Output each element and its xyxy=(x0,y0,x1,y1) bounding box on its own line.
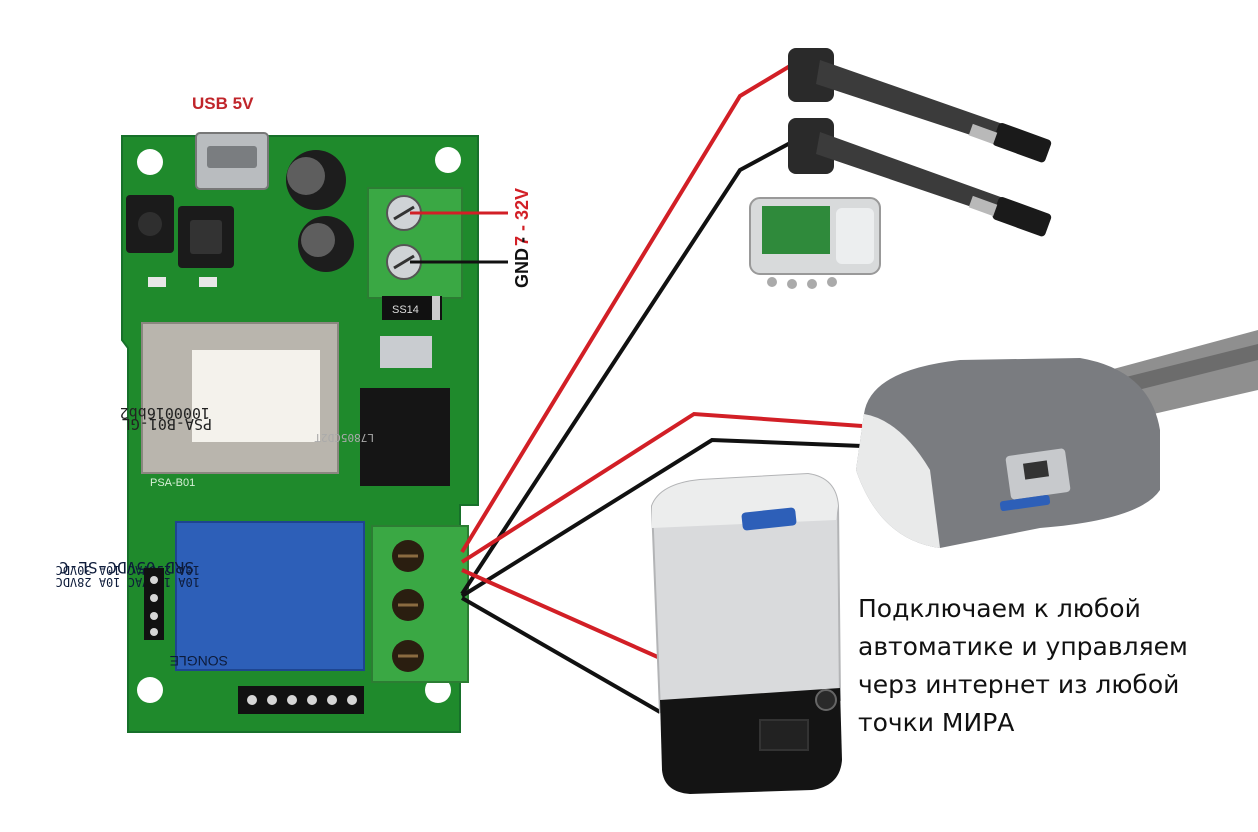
push-button-right xyxy=(178,206,234,268)
led-1 xyxy=(148,277,166,287)
control-box-icon xyxy=(749,197,881,289)
caption-line-4: точки МИРА xyxy=(858,708,1015,737)
diode-label: SS14 xyxy=(392,304,419,316)
usb-label: USB 5V xyxy=(192,94,254,113)
caption: Подключаем к любой автоматике и управляе… xyxy=(858,590,1238,742)
header-pins-bottom xyxy=(238,686,364,714)
header-pins-side xyxy=(144,568,164,640)
power-ground-label: GND - xyxy=(512,237,532,288)
module-model: PSA-B01-GL xyxy=(122,415,212,433)
caption-line-3: черз интернет из любой xyxy=(858,670,1180,699)
garage-opener-icon xyxy=(856,330,1258,548)
actuator-top xyxy=(788,48,1052,163)
sliding-gate-motor-icon xyxy=(650,472,842,794)
module-serial: 1000016bb2 xyxy=(120,404,210,422)
usb-port xyxy=(195,132,269,190)
relay-rating-2: 10A 125VAC 10A 28VDC xyxy=(56,575,201,589)
wifi-module: 1000016bb2 PSA-B01-GL PSA-B01 xyxy=(120,322,339,489)
power-terminal-block xyxy=(367,187,463,299)
relay-brand: SONGLE xyxy=(170,653,228,669)
relay-board: SS14 1000016bb2 PSA-B01-GL PSA-B01 L7805… xyxy=(56,132,479,733)
output-wires xyxy=(460,64,863,714)
capacitor-top xyxy=(286,150,346,210)
voltage-regulator: L7805CD2T xyxy=(314,336,450,486)
push-button-left xyxy=(126,195,174,253)
linear-actuator-icon xyxy=(788,48,1052,237)
capacitor-bottom xyxy=(298,216,354,272)
relay-rating-1: 10A 250VAC 10A 30VDC xyxy=(56,563,201,577)
caption-line-2: автоматике и управляем xyxy=(858,632,1188,661)
caption-line-1: Подключаем к любой xyxy=(858,594,1141,623)
diode: SS14 xyxy=(382,296,442,320)
regulator-label: L7805CD2T xyxy=(314,431,374,444)
led-2 xyxy=(199,277,217,287)
relay: SRD-05VDC-SL-C 10A 250VAC 10A 30VDC 10A … xyxy=(56,521,365,671)
actuator-bottom xyxy=(788,118,1052,237)
relay-terminal-block xyxy=(371,525,469,683)
board-silk: PSA-B01 xyxy=(150,477,195,489)
